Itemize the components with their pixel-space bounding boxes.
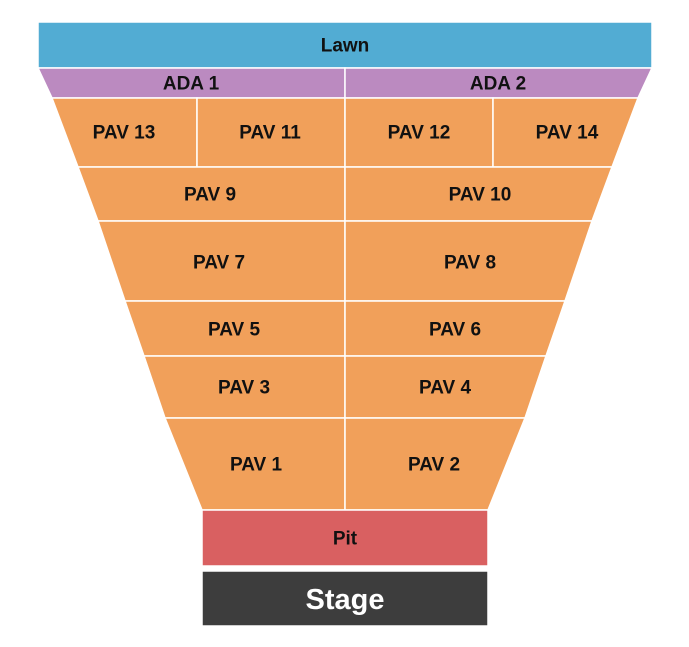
section-pit[interactable]: Pit (201, 509, 489, 567)
section-pav-4[interactable]: PAV 4 (344, 355, 548, 419)
section-pav-1-shape[interactable] (163, 417, 346, 511)
section-pav-12-shape[interactable] (344, 97, 494, 168)
section-pav-11[interactable]: PAV 11 (196, 97, 346, 168)
section-pav-13[interactable]: PAV 13 (50, 97, 198, 168)
section-pav-2[interactable]: PAV 2 (344, 417, 527, 511)
section-ada-2[interactable]: ADA 2 (344, 67, 654, 99)
section-pav-3[interactable]: PAV 3 (142, 355, 346, 419)
section-ada-1[interactable]: ADA 1 (36, 67, 346, 99)
section-ada-1-shape[interactable] (36, 67, 346, 99)
stage-shape (201, 570, 489, 627)
section-pav-5[interactable]: PAV 5 (123, 300, 346, 357)
section-pav-7-shape[interactable] (96, 220, 346, 302)
section-pav-4-shape[interactable] (344, 355, 548, 419)
section-pav-5-shape[interactable] (123, 300, 346, 357)
section-pav-11-shape[interactable] (196, 97, 346, 168)
section-pit-shape[interactable] (201, 509, 489, 567)
section-lawn[interactable]: Lawn (37, 21, 653, 69)
section-pav-8-shape[interactable] (344, 220, 594, 302)
section-pav-3-shape[interactable] (142, 355, 346, 419)
section-pav-14-shape[interactable] (492, 97, 640, 168)
section-pav-6[interactable]: PAV 6 (344, 300, 567, 357)
section-pav-2-shape[interactable] (344, 417, 527, 511)
section-lawn-shape[interactable] (37, 21, 653, 69)
section-ada-2-shape[interactable] (344, 67, 654, 99)
section-pav-6-shape[interactable] (344, 300, 567, 357)
section-pav-10[interactable]: PAV 10 (344, 166, 614, 222)
stage: Stage (201, 570, 489, 627)
section-pav-10-shape[interactable] (344, 166, 614, 222)
section-pav-7[interactable]: PAV 7 (96, 220, 346, 302)
section-pav-8[interactable]: PAV 8 (344, 220, 594, 302)
section-pav-9-shape[interactable] (76, 166, 346, 222)
section-pav-1[interactable]: PAV 1 (163, 417, 346, 511)
section-pav-14[interactable]: PAV 14 (492, 97, 640, 168)
section-pav-13-shape[interactable] (50, 97, 198, 168)
section-pav-12[interactable]: PAV 12 (344, 97, 494, 168)
section-pav-9[interactable]: PAV 9 (76, 166, 346, 222)
